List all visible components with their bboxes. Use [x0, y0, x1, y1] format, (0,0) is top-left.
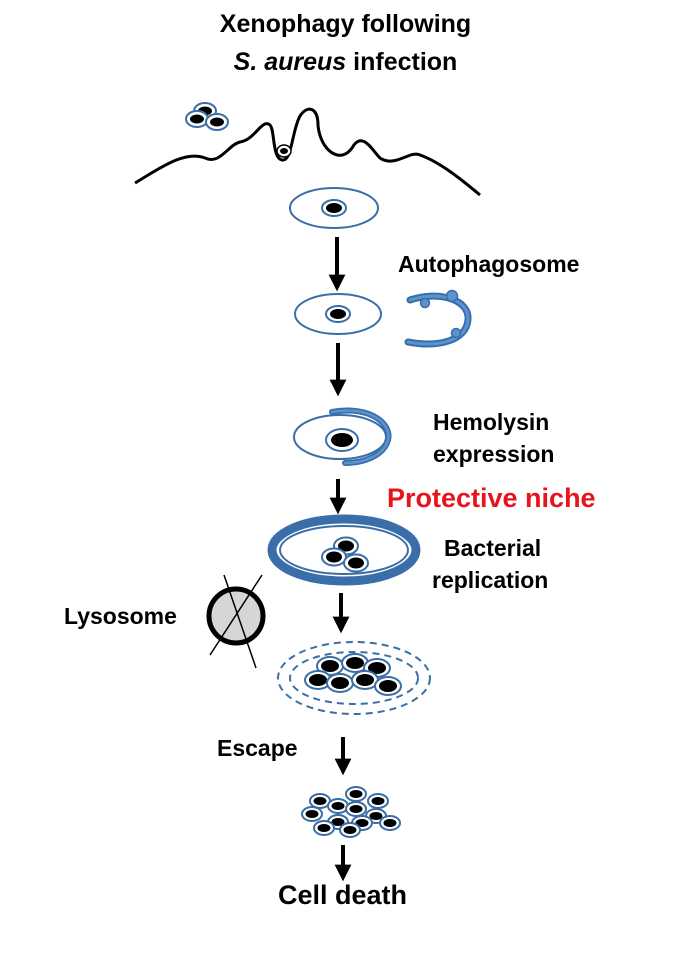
- label-lysosome: Lysosome: [64, 603, 177, 629]
- title-suffix: infection: [346, 48, 458, 76]
- label-cell-death: Cell death: [278, 880, 408, 910]
- title-organism: S. aureus: [233, 48, 347, 76]
- protective-niche-vacuole: [267, 514, 421, 586]
- extracellular-bacteria: [185, 102, 229, 131]
- replicating-bacteria: [304, 653, 402, 696]
- title-line-2: S. aureus infection: [0, 42, 691, 82]
- label-replication-2: replication: [432, 567, 549, 593]
- label-hemolysin-2: expression: [433, 441, 555, 467]
- lysosome-blocked-icon: [206, 574, 266, 669]
- label-escape: Escape: [217, 735, 298, 761]
- vacuole-stage-2: [294, 293, 382, 335]
- cell-membrane: [134, 107, 481, 197]
- autophagosome-membrane: [404, 289, 472, 348]
- escaped-bacteria: [301, 786, 401, 838]
- vacuole-stage-3: [293, 407, 392, 466]
- early-vacuole: [289, 187, 379, 229]
- label-replication-1: Bacterial: [444, 535, 542, 561]
- title-line-1: Xenophagy following: [219, 10, 472, 38]
- label-protective-niche: Protective niche: [387, 483, 596, 513]
- label-hemolysin-1: Hemolysin: [433, 409, 550, 435]
- label-autophagosome: Autophagosome: [398, 251, 580, 277]
- internalized-bacterium: [276, 144, 292, 158]
- disrupted-vacuole: [277, 641, 431, 715]
